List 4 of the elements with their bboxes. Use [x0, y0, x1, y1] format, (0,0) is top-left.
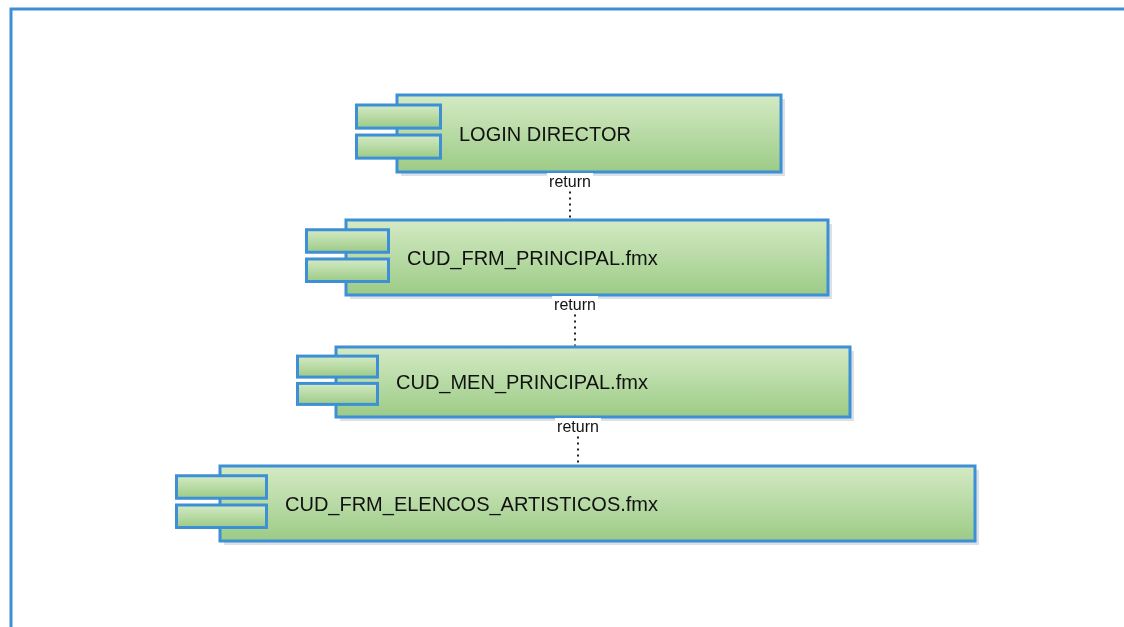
component-name: LOGIN DIRECTOR	[459, 121, 631, 146]
component-name: CUD_FRM_PRINCIPAL.fmx	[407, 245, 658, 270]
component-name: CUD_FRM_ELENCOS_ARTISTICOS.fmx	[285, 491, 659, 516]
component-name: CUD_MEN_PRINCIPAL.fmx	[396, 370, 648, 394]
